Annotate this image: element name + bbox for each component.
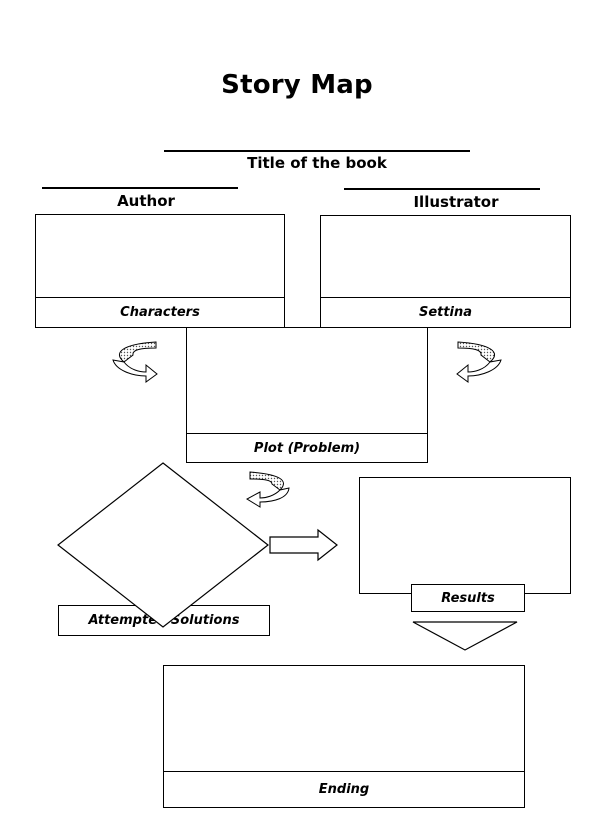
plot-label: Plot (Problem) bbox=[186, 433, 428, 463]
setting-label: Settina bbox=[320, 297, 571, 328]
characters-label: Characters bbox=[35, 297, 285, 328]
page-title: Story Map bbox=[221, 70, 373, 100]
illustrator-line bbox=[344, 188, 540, 190]
curved-arrow-right-icon bbox=[456, 341, 502, 383]
book-title-label: Title of the book bbox=[247, 154, 387, 172]
curved-arrow-plot-icon bbox=[245, 471, 290, 508]
author-label: Author bbox=[117, 192, 175, 210]
right-arrow-icon bbox=[269, 528, 338, 562]
down-arrow-icon bbox=[412, 621, 518, 651]
curved-arrow-left-icon bbox=[112, 341, 158, 383]
results-label: Results bbox=[411, 584, 525, 612]
illustrator-label: Illustrator bbox=[413, 193, 499, 211]
author-line bbox=[42, 187, 238, 189]
attempted-solutions-diamond[interactable] bbox=[57, 462, 269, 628]
ending-label: Ending bbox=[163, 771, 525, 808]
book-title-line bbox=[164, 150, 470, 152]
results-box[interactable] bbox=[359, 477, 571, 594]
